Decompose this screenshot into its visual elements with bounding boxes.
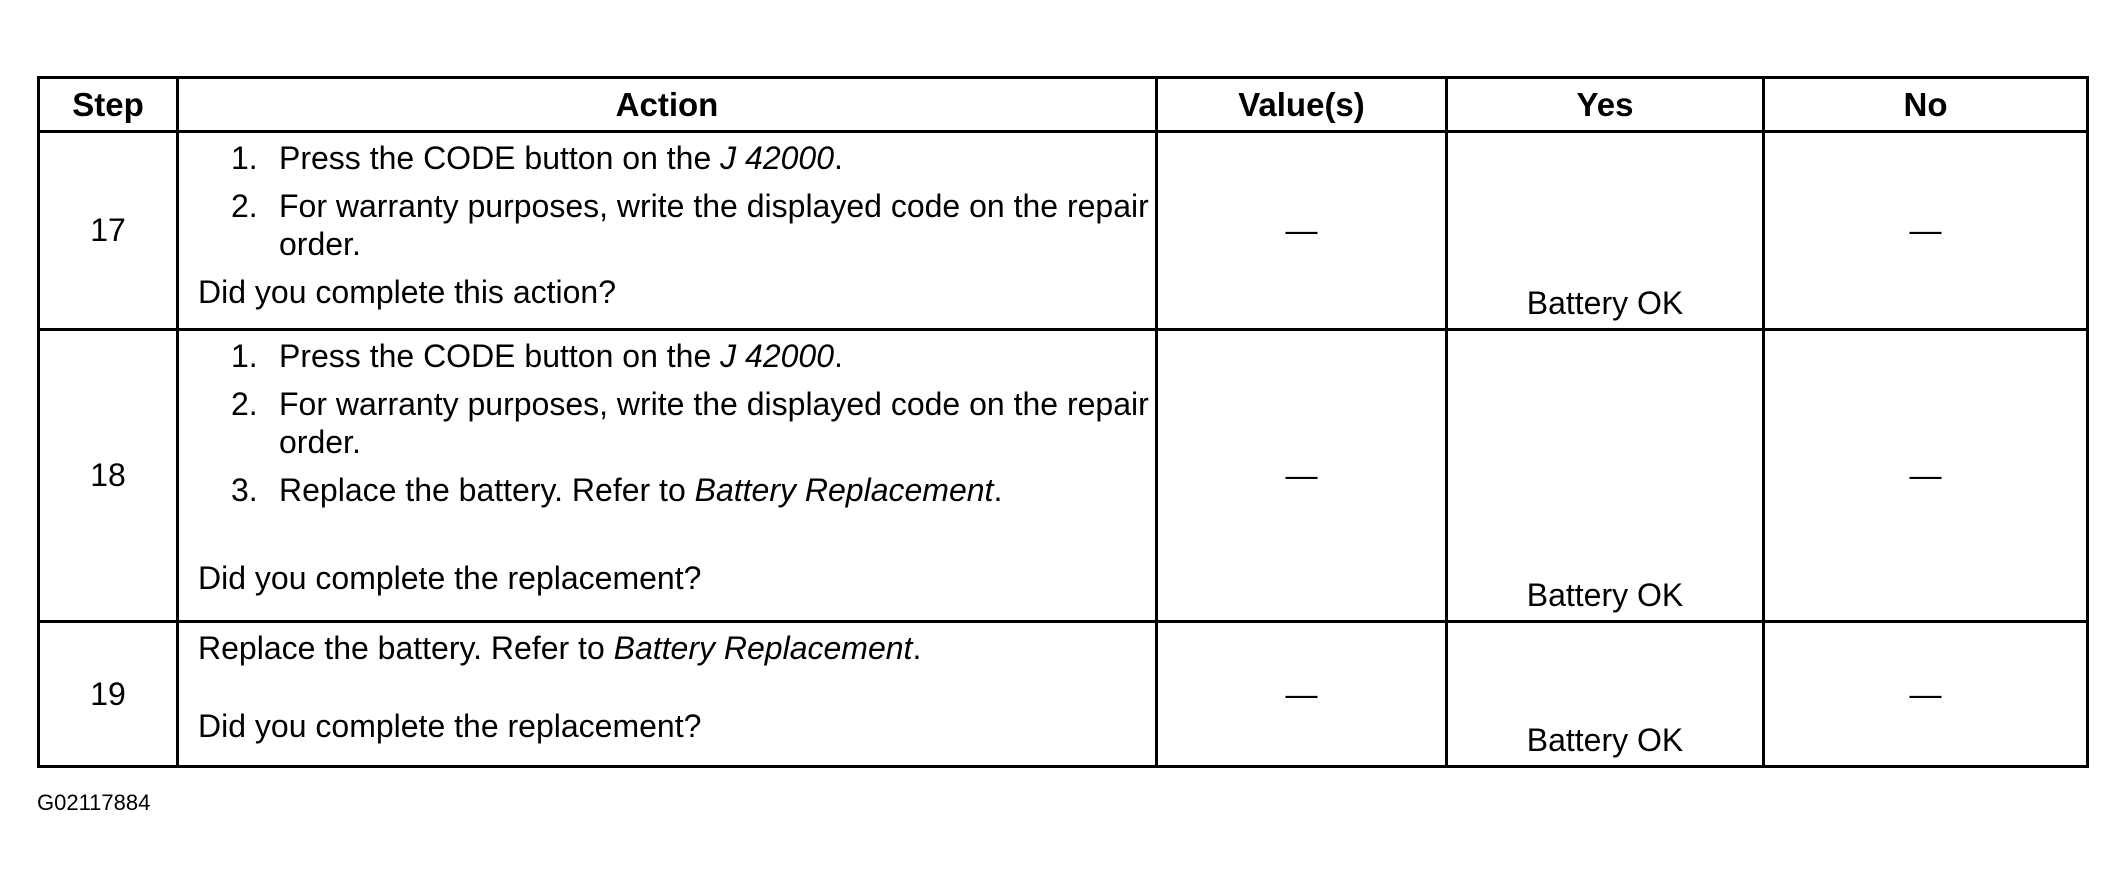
yes-cell: Battery OK [1445,328,1765,623]
value-dash: — [1285,675,1318,712]
header-yes: Yes [1445,76,1765,133]
yes-cell: Battery OK [1445,130,1765,331]
step-number: 19 [37,620,179,768]
header-step: Step [37,76,179,133]
header-no: No [1762,76,2089,133]
header-values: Value(s) [1155,76,1448,133]
value-dash: — [1285,457,1318,493]
step-number: 18 [37,328,179,623]
procedure-reference: Battery Replacement [613,630,913,666]
action-item: 2. For warranty purposes, write the displ… [198,385,1155,461]
action-item: 1. Press the CODE button on the J 42000. [198,139,1155,177]
action-list: 1.Press the CODE button on the J 42000. … [198,139,1155,263]
action-question: Did you complete the replacement? [198,708,702,744]
action-cell: 1.Press the CODE button on the J 42000. … [176,328,1158,623]
table-row: 19 Replace the battery. Refer to Battery… [37,620,2089,768]
table-row: 17 1. Press the CODE button on the J 4200… [37,130,2089,331]
action-list: 1.Press the CODE button on the J 42000. … [198,337,1155,509]
step-number: 17 [37,130,179,331]
header-action: Action [176,76,1158,133]
value-cell: — [1155,620,1448,768]
item-number: 2. [231,386,258,422]
no-cell: — [1762,130,2089,331]
item-text: For warranty purposes, write the display… [279,386,1149,460]
value-cell: — [1155,328,1448,623]
item-tail: . [834,140,843,176]
yes-cell: Battery OK [1445,620,1765,768]
no-dash: — [1909,675,1942,712]
no-dash: — [1909,457,1942,493]
item-number: 3. [231,472,258,508]
tool-reference: J 42000 [720,140,834,176]
item-number: 1. [231,140,258,176]
action-cell: Replace the battery. Refer to Battery Re… [176,620,1158,768]
diagnostic-table: Step Action Value(s) Yes No 17 1. Press t… [37,76,2089,768]
action-question: Did you complete the replacement? [198,560,702,596]
no-cell: — [1762,620,2089,768]
item-text: Replace the battery. Refer to [279,472,695,508]
item-tail: . [834,338,843,374]
item-text: Press the CODE button on the [279,140,721,176]
item-number: 2. [231,188,258,224]
action-item: 3. Replace the battery. Refer to Battery … [198,471,1155,509]
item-text: For warranty purposes, write the display… [279,188,1149,262]
action-item: 2. For warranty purposes, write the displ… [198,187,1155,263]
table-row: 18 1. Press the CODE button on the J 4200… [37,328,2089,623]
item-tail: . [993,472,1003,508]
action-question: Did you complete this action? [198,274,616,310]
procedure-reference: Battery Replacement [694,472,994,508]
header-row: Step Action Value(s) Yes No [37,76,2089,133]
value-cell: — [1155,130,1448,331]
item-text: Press the CODE button on the [279,338,721,374]
no-cell: — [1762,328,2089,623]
tool-reference: J 42000 [720,338,834,374]
value-dash: — [1285,212,1318,248]
item-number: 1. [231,338,258,374]
no-dash: — [1909,212,1942,248]
action-intro: Replace the battery. Refer to Battery Re… [198,629,1155,667]
intro-text: Replace the battery. Refer to [198,630,614,666]
action-cell: 1.Press the CODE button on the J 42000. … [176,130,1158,331]
action-item: 1. Press the CODE button on the J 42000. [198,337,1155,375]
intro-tail: . [912,630,922,666]
figure-id: G02117884 [37,790,151,815]
